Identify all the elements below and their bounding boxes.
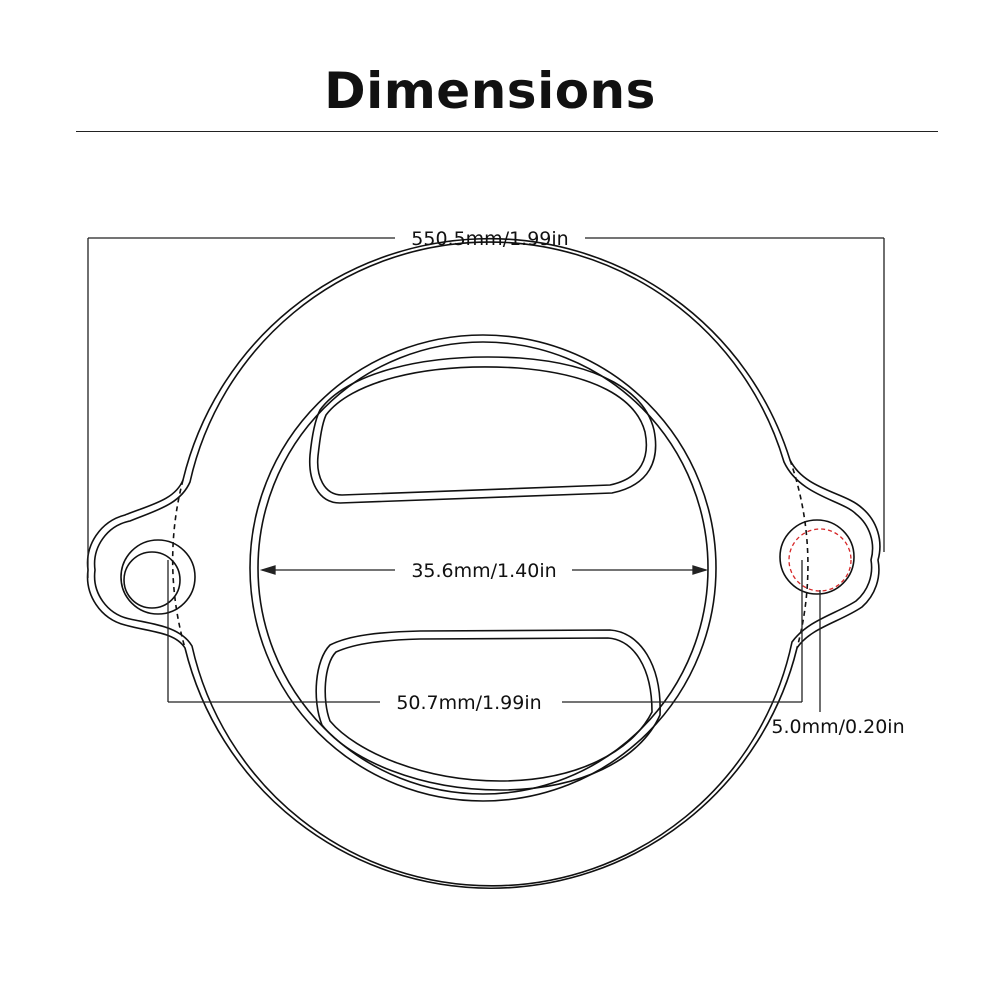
mounting-holes: [120, 519, 855, 615]
part-outline: [86, 237, 881, 889]
lower-window-inner: [324, 637, 653, 782]
right-hole-highlight: [788, 528, 852, 592]
upper-window-inner: [316, 366, 648, 496]
lower-window-outer: [315, 629, 661, 791]
outer-profile-inner-edge: [93, 241, 874, 887]
inner-diameter-label: 35.6mm/1.40in: [411, 560, 556, 582]
left-ear-dashed-arc: [171, 479, 186, 649]
hole-spacing-label: 50.7mm/1.99in: [396, 692, 541, 714]
inner-circle-inner: [257, 341, 709, 795]
right-hole: [779, 519, 855, 595]
inner-diameter-dimension: [259, 565, 709, 575]
left-hole-outer: [120, 539, 196, 615]
overall-width-label: 550.5mm/1.99in: [411, 228, 568, 250]
hole-spacing-dimension: [167, 560, 803, 703]
overall-width-dimension: [87, 237, 885, 578]
right-ear-dashed-arc: [789, 459, 809, 649]
hole-diameter-label: 5.0mm/0.20in: [771, 716, 904, 738]
inner-face: [249, 334, 717, 802]
inner-circle-outer: [249, 334, 717, 802]
page-title: Dimensions: [324, 62, 656, 120]
left-hole-inner: [123, 551, 181, 609]
outer-profile: [86, 237, 881, 889]
title-divider: [76, 131, 938, 132]
inner-diameter-arrow-left: [259, 565, 276, 575]
upper-window-outer: [308, 356, 657, 504]
inner-diameter-arrow-right: [692, 565, 709, 575]
